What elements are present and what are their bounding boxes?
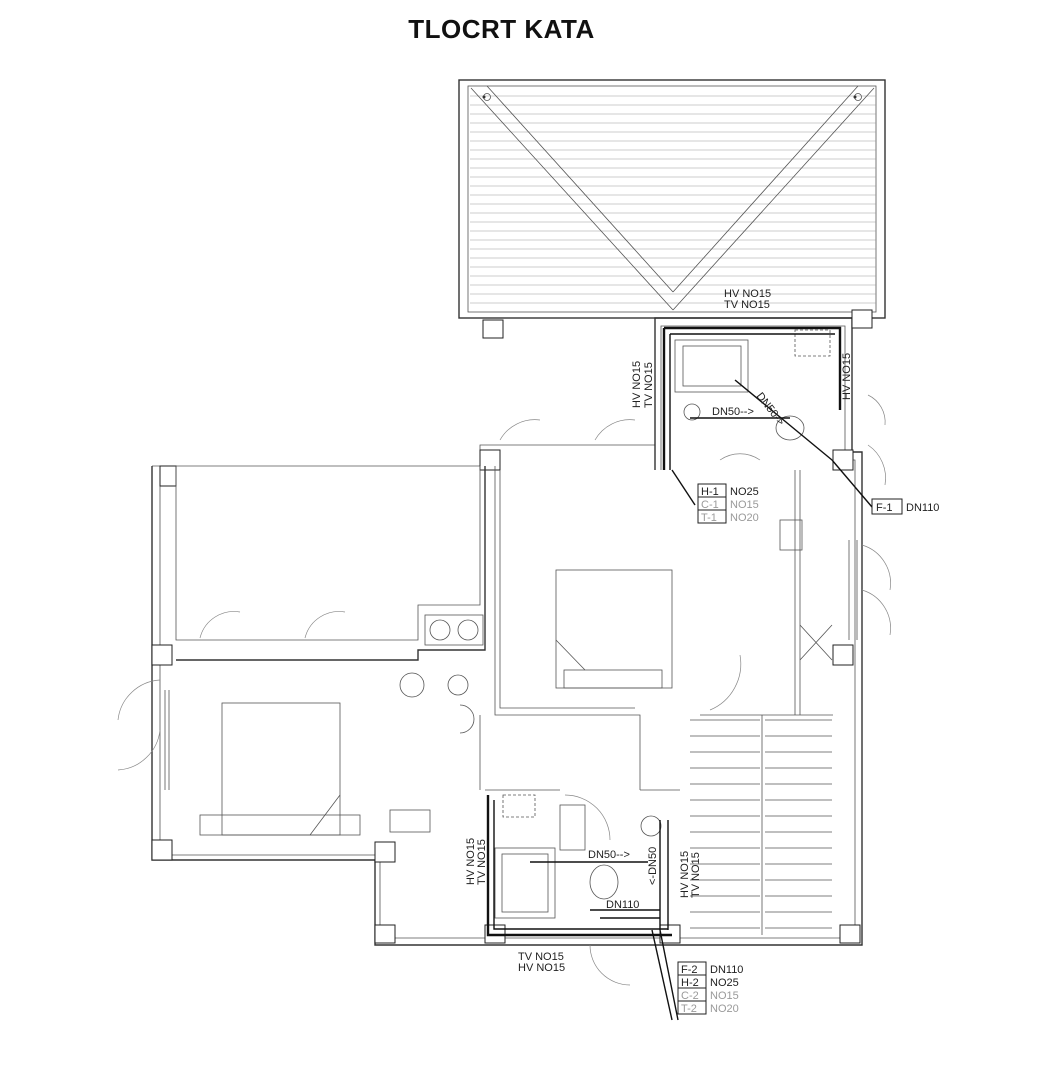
building-walls: [151, 309, 873, 946]
door-swings: [117, 394, 891, 986]
riser_2-tag-name: H-2: [681, 977, 699, 989]
label-lower-left-tv: TV NO15: [476, 839, 488, 885]
label-left-hv: HV NO15: [631, 361, 643, 408]
riser_1-tag-value: NO15: [730, 499, 759, 511]
label-lower-right-tv: TV NO15: [690, 852, 702, 898]
upper-bathroom: [662, 326, 873, 508]
riser_2-tag-name: T-2: [681, 1003, 697, 1015]
drain-1-tag: F-1 DN110: [871, 498, 939, 515]
riser_1-tag-box: [697, 509, 727, 524]
label-lower-dn110: DN110: [606, 899, 639, 911]
label-dn50-horizontal: DN50-->: [712, 406, 754, 418]
label-right-hv: HV NO15: [841, 353, 853, 400]
label-lower-left-hv: HV NO15: [465, 838, 477, 885]
label-top-hv: HV NO15: [724, 288, 771, 300]
drain-1-tag-value: DN110: [906, 502, 939, 514]
riser_1-tag-name: H-1: [701, 486, 719, 498]
label-lower-dn50: DN50-->: [588, 849, 630, 861]
label-dn50-diagonal: DN50->: [754, 390, 787, 428]
label-lower-right-hv: HV NO15: [679, 851, 691, 898]
label-lower-dn50-vertical: <-DN50: [647, 847, 659, 885]
label-left-tv: TV NO15: [643, 362, 655, 408]
riser_1-tag-value: NO20: [730, 512, 759, 524]
riser_1-tag-name: T-1: [701, 512, 717, 524]
riser_2-tag-name: F-2: [681, 964, 698, 976]
lower-bathroom: [486, 794, 679, 1021]
plan-title: TLOCRT KATA: [408, 14, 595, 44]
riser_2-tag-name: C-2: [681, 990, 699, 1002]
riser_2-tag-value: DN110: [710, 964, 743, 976]
riser_2-tag-value: NO25: [710, 977, 739, 989]
label-top-tv: TV NO15: [724, 299, 770, 311]
lower-bath-labels: HV NO15 TV NO15 HV NO15 TV NO15 TV NO15 …: [465, 838, 702, 974]
label-bottom-tv: TV NO15: [518, 951, 564, 963]
riser_1-tag-name: C-1: [701, 499, 719, 511]
riser_1-tag-value: NO25: [730, 486, 759, 498]
riser_2-tag-value: NO15: [710, 990, 739, 1002]
drain-1-tag-name: F-1: [876, 502, 893, 514]
riser_2-tag-value: NO20: [710, 1003, 739, 1015]
roof-plan: [458, 79, 886, 319]
furniture: [199, 519, 833, 935]
riser_2-tag-box: [677, 1000, 707, 1015]
label-bottom-hv: HV NO15: [518, 962, 565, 974]
